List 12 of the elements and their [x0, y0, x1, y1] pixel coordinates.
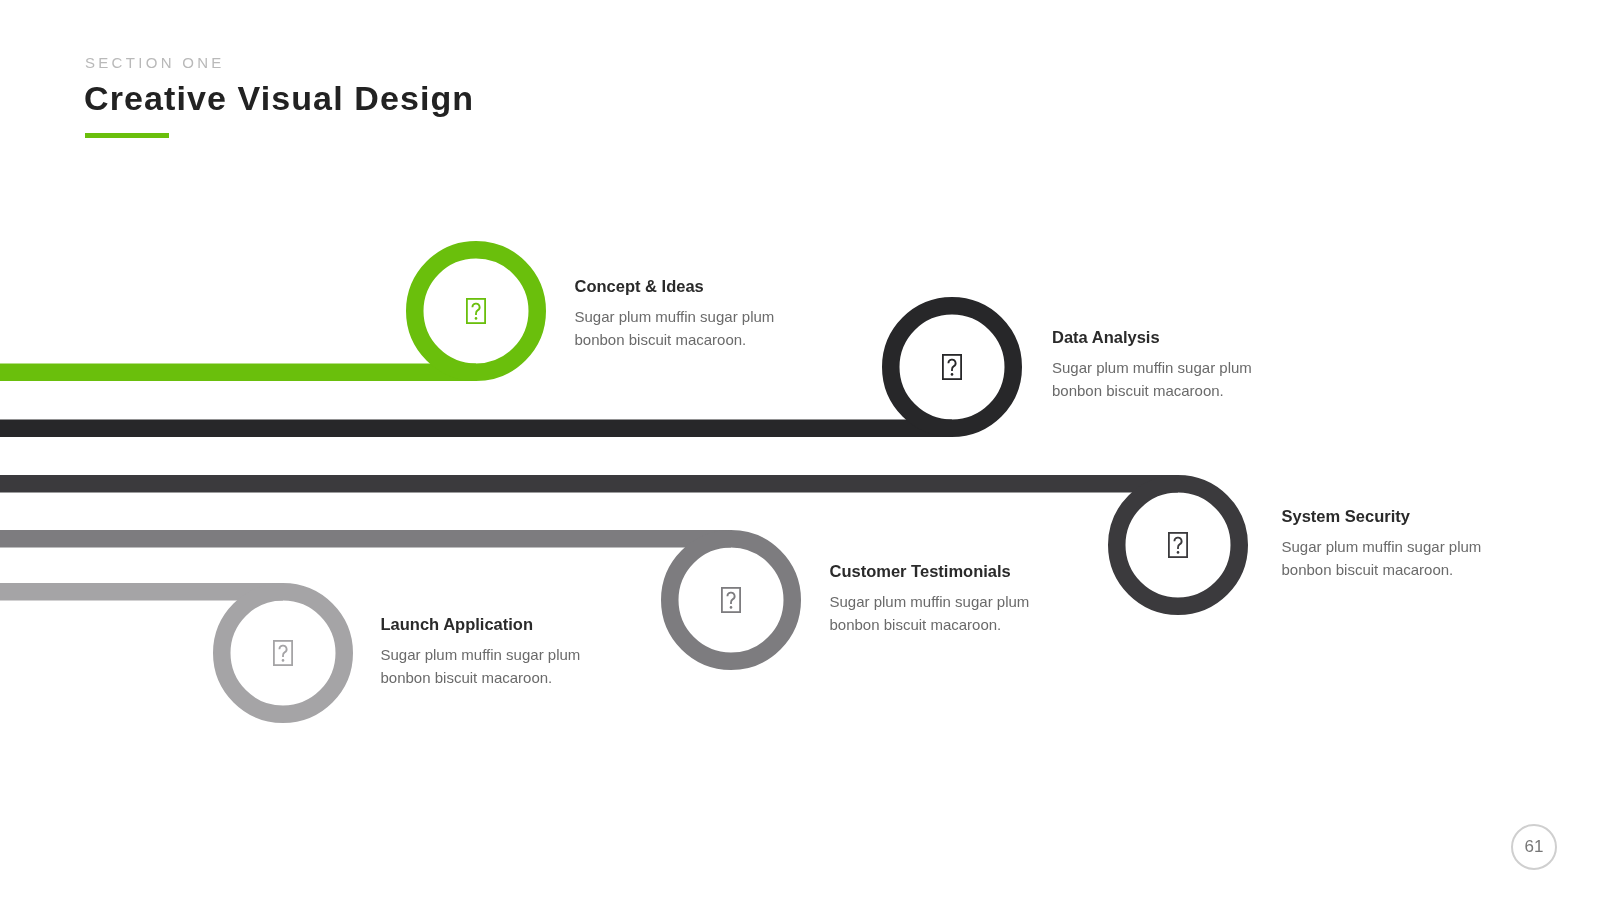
step-description: Sugar plum muffin sugar plum bonbon biscuit macaroon.: [1281, 537, 1483, 580]
step-description: Sugar plum muffin sugar plum bonbon biscuit macaroon.: [380, 645, 582, 688]
section-label: SECTION ONE: [85, 54, 225, 72]
step-description: Sugar plum muffin sugar plum bonbon biscuit macaroon.: [829, 592, 1031, 635]
step-heading: Concept & Ideas: [574, 275, 704, 297]
slide-title: Creative Visual Design: [84, 78, 475, 118]
step-heading: Launch Application: [380, 613, 533, 635]
step-heading: Data Analysis: [1052, 326, 1160, 348]
step-description: Sugar plum muffin sugar plum bonbon biscuit macaroon.: [574, 307, 776, 350]
step-heading: System Security: [1281, 505, 1410, 527]
step-description: Sugar plum muffin sugar plum bonbon biscuit macaroon.: [1052, 358, 1253, 401]
step-heading: Customer Testimonials: [829, 560, 1011, 582]
